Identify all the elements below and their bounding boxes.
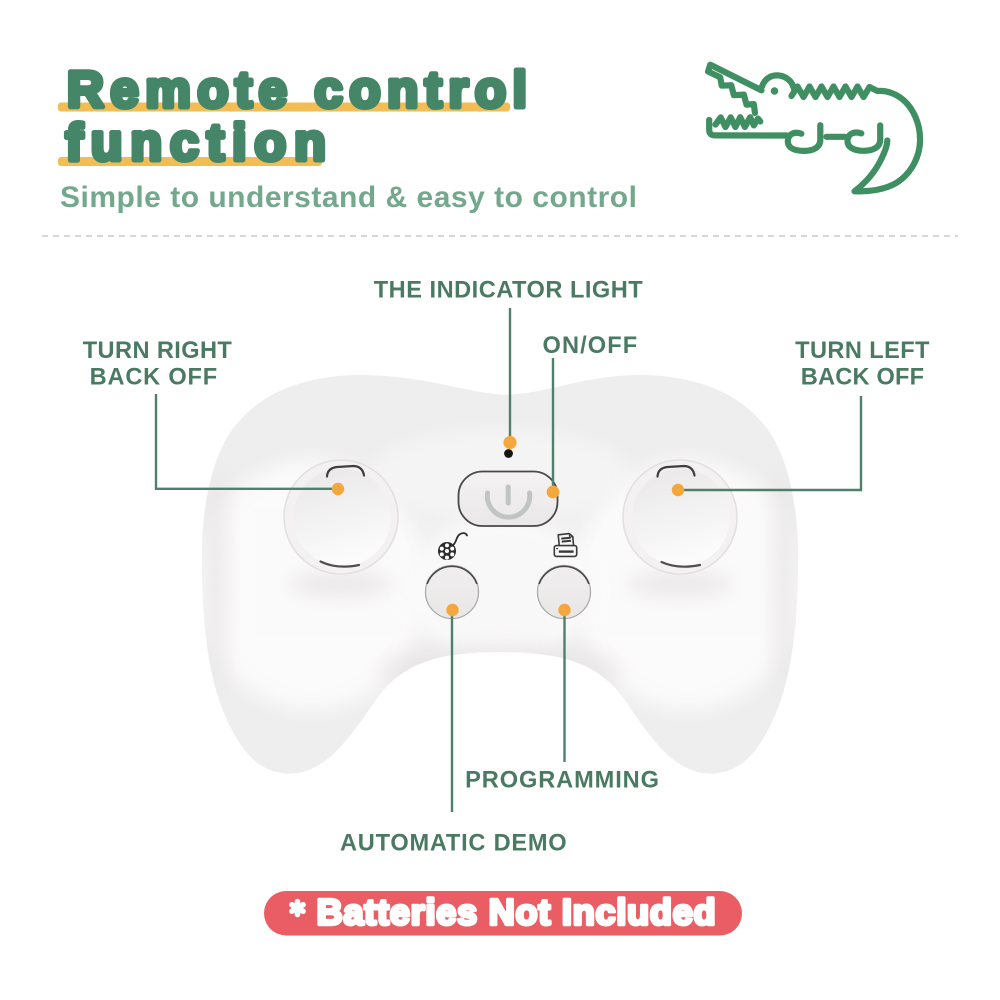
svg-text:TURN RIGHT: TURN RIGHT xyxy=(83,338,233,364)
svg-text:function: function xyxy=(66,114,334,172)
svg-text:BACK OFF: BACK OFF xyxy=(90,365,218,391)
svg-text:ON/OFF: ON/OFF xyxy=(543,333,639,359)
svg-text:BACK OFF: BACK OFF xyxy=(801,365,925,391)
svg-text:THE INDICATOR LIGHT: THE INDICATOR LIGHT xyxy=(374,278,644,304)
svg-text:Batteries Not Included: Batteries Not Included xyxy=(317,892,717,933)
svg-text:Remote control: Remote control xyxy=(67,61,533,118)
svg-text:TURN LEFT: TURN LEFT xyxy=(795,338,930,364)
svg-text:Simple to understand & easy to: Simple to understand & easy to control xyxy=(60,181,637,214)
svg-text:PROGRAMMING: PROGRAMMING xyxy=(465,768,660,794)
svg-text:AUTOMATIC DEMO: AUTOMATIC DEMO xyxy=(340,830,567,856)
